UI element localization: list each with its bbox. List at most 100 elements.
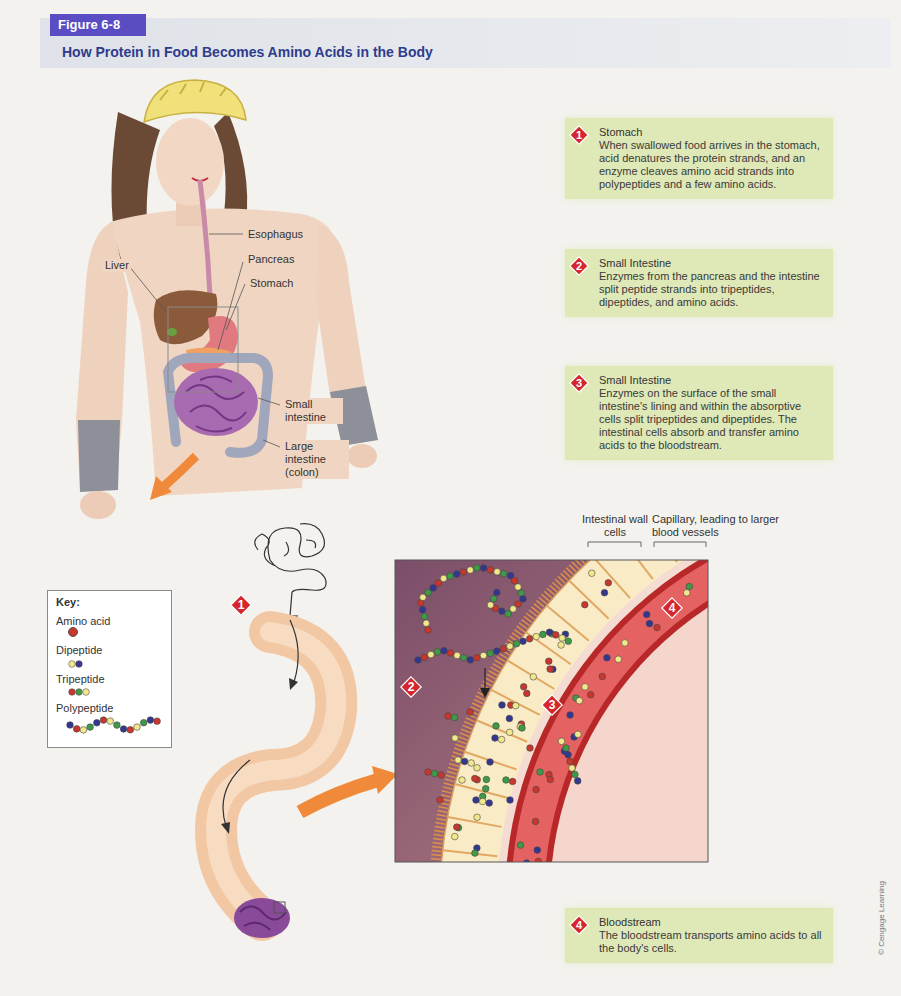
amino-acid-dot [447,573,454,580]
legend-text: Tripeptide [56,673,105,686]
callout-diamond: 2 [569,256,589,276]
amino-acid-dot [479,798,486,805]
amino-acid-dot [455,757,462,764]
cell-border [507,660,554,689]
amino-acid-dot [114,722,121,729]
amino-acid-dot [440,575,447,582]
amino-acid-dot [487,567,494,574]
amino-acid-dot [510,606,517,613]
diamond-outline [570,916,588,934]
amino-acid-dot [575,731,582,738]
diamond-outline [570,126,588,144]
legend-text: Amino acid [56,615,110,628]
amino-acid-dot [154,718,161,725]
cell-border [491,690,540,715]
amino-acid-dot [506,729,513,736]
amino-acid-dot [518,590,525,597]
diamond-outline [401,677,421,697]
amino-acid-dot [506,715,513,722]
arrowhead [480,688,490,698]
cell-border [569,580,609,618]
amino-acid-dot [520,638,527,645]
amino-acid-dot [553,632,560,639]
amino-acid-dot [546,629,553,636]
amino-acid-dot [558,642,565,649]
cell-border [593,560,630,598]
diamond-outline [542,695,562,715]
callout-diamond: 1 [569,125,589,145]
amino-acid-dot [438,772,445,779]
step-box: StomachWhen swallowed food arrives in th… [565,118,833,199]
amino-acid-dot [460,569,467,576]
amino-acid-dot [460,654,467,661]
amino-acid-dot [425,769,432,776]
amino-acid-dot [415,657,422,664]
cell-border [465,752,517,770]
amino-acid-dot [494,569,501,576]
part-label: Intestinal wall cells [581,513,649,539]
amino-acid-dot [73,726,80,733]
amino-acid-dot [511,578,518,585]
amino-acid-dot [520,684,527,691]
amino-acid-dot [509,778,516,785]
amino-acid-dot [421,613,428,620]
amino-acid-dot [441,647,448,654]
amino-acid-dot [474,654,481,661]
legend-swatch [68,627,78,637]
amino-acid-dot [425,589,432,596]
amino-acid-dot [601,589,608,596]
callout-number: 3 [569,373,589,393]
amino-acid-dot [454,571,461,578]
amino-acid-dot [494,648,501,655]
amino-acid-dot [452,833,459,840]
amino-acid-dot [526,636,533,643]
amino-acid-dot [480,652,487,659]
amino-acid-dot [535,858,542,862]
diamond-outline [231,595,251,615]
amino-acid-dot [421,654,428,661]
step-text: Enzymes on the surface of the small inte… [599,387,823,452]
amino-acid-dot [533,786,540,793]
callout-number: 4 [569,915,589,935]
amino-acid-dot [532,818,539,825]
amino-acid-dot [646,620,653,627]
amino-acid-dot [533,633,540,640]
callout-number: 4 [661,597,683,619]
callout-diamond: 3 [569,373,589,393]
amino-acid-dot [512,702,519,709]
part-label: Stomach [248,277,295,290]
part-label: Large intestine (colon) [283,440,349,479]
part-label: Esophagus [246,228,305,241]
amino-acid-dot [540,631,547,638]
amino-acid-dot [492,735,499,742]
magnified-intestine [395,560,708,862]
amino-acid-dot [643,611,650,618]
amino-acid-dot [505,611,512,618]
amino-acid-dot [467,657,474,664]
amino-acid-dot [563,745,570,752]
amino-acid-dot [67,722,74,729]
amino-acid-dot [487,650,494,657]
diamond-outline [570,257,588,275]
amino-acid-dot [513,640,520,647]
amino-acid-dot [474,814,481,821]
amino-acid-dot [472,775,479,782]
diamond-outline [662,598,682,618]
amino-acid-dot [576,697,583,704]
amino-acid-dot [425,627,432,634]
amino-acid-dot [534,847,541,854]
amino-acid-dot [604,655,611,662]
diamond-outline [570,374,588,392]
amino-acid-dot [500,645,507,652]
amino-acid-dot [683,590,690,597]
step-box: Small IntestineEnzymes on the surface of… [565,366,833,460]
amino-acid-dot [487,759,494,766]
amino-acid-dot [482,785,489,792]
amino-acid-dot [454,824,461,831]
amino-acid-dot [567,758,574,765]
digestive-tract [216,524,398,938]
legend-text: Polypeptide [56,702,114,715]
amino-acid-dot [499,608,506,615]
callout-diamond: 4 [569,915,589,935]
amino-acid-dot [486,800,493,807]
